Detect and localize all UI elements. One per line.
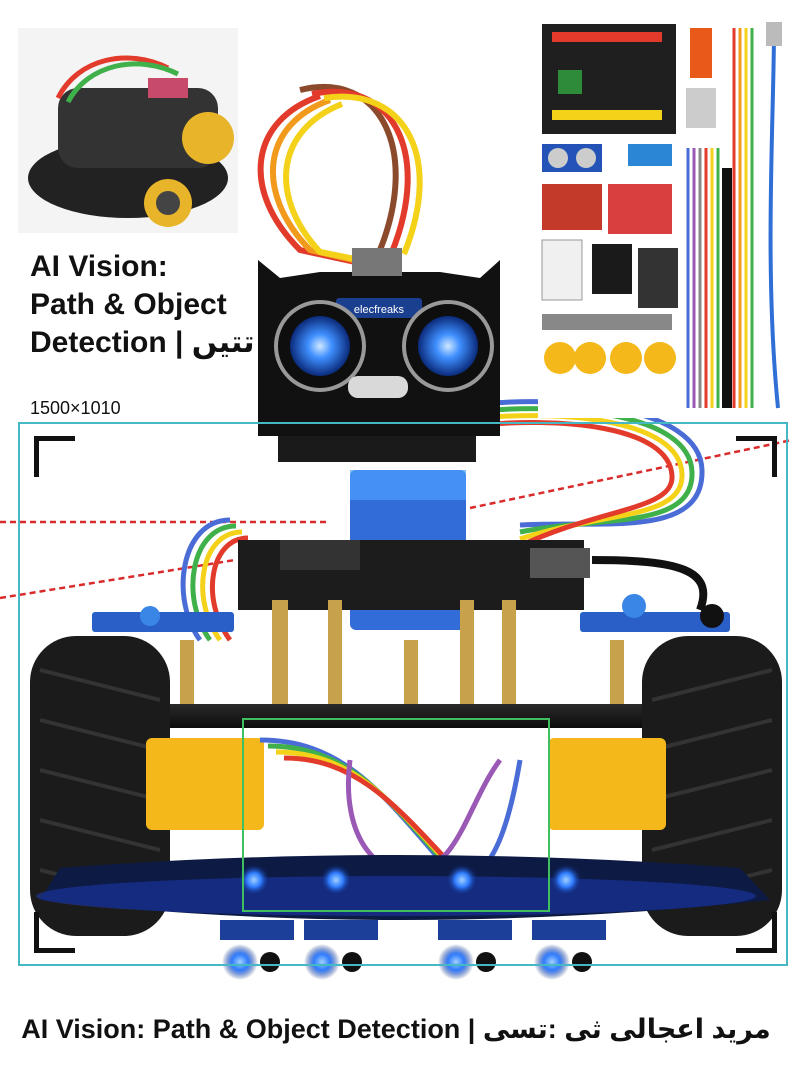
power-cable	[591, 556, 708, 612]
side-title-line-3: Detection | تتيں	[30, 326, 255, 359]
side-title-line-1: AI Vision:	[30, 250, 168, 283]
side-sensor-left	[92, 606, 234, 632]
rainbow-cable-top	[257, 83, 423, 265]
line-tracking-sensors	[220, 920, 606, 980]
detection-frame	[18, 422, 788, 966]
corner-marker-bottom-right	[736, 912, 777, 953]
motor-right	[548, 738, 666, 830]
ultrasonic-sensor-head	[258, 248, 500, 436]
side-title: AI Vision: Path & Object Detection | تتي…	[30, 248, 270, 362]
path-detection-box	[242, 718, 550, 912]
side-sensor-right	[580, 594, 730, 632]
corner-marker-bottom-left	[34, 912, 75, 953]
motor-left	[146, 738, 264, 830]
side-title-line-2: Path & Object	[30, 288, 227, 321]
inset-robot-photo	[18, 28, 238, 233]
corner-marker-top-left	[34, 436, 75, 477]
laser-line-right	[469, 438, 792, 510]
servo-bracket	[278, 436, 476, 462]
upper-deck	[30, 704, 770, 728]
sensor-brand-text: elecfreaks	[354, 304, 405, 316]
wheel-right	[642, 636, 782, 936]
dimensions-label: 1500×1010	[30, 398, 121, 418]
bottom-caption: AI Vision: Path & Object Detection | مری…	[21, 1014, 771, 1044]
corner-marker-top-right	[736, 436, 777, 477]
kit-components-panel	[538, 18, 792, 418]
chassis-leds	[238, 864, 582, 896]
brass-standoffs	[180, 600, 624, 710]
